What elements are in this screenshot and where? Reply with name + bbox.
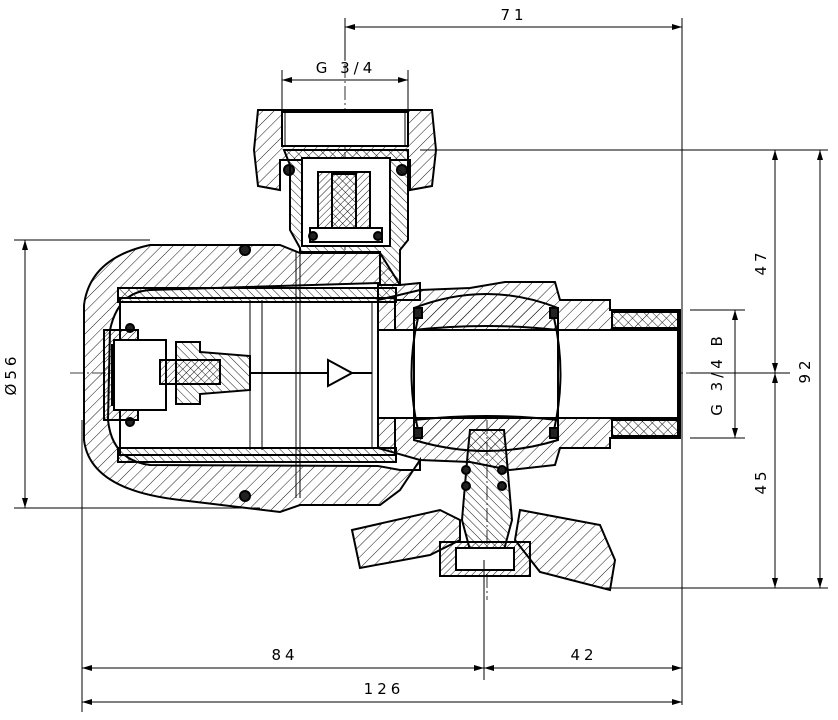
end-cap [103,329,372,421]
dim-bottom-left: 84 [271,646,298,664]
dim-height-total: 92 [796,356,814,383]
dim-bottom-total: 126 [364,680,405,698]
valve-handle [350,429,617,592]
dim-right-thread: G 3/4 B [708,332,726,416]
dim-diameter: Ø56 [2,353,20,396]
dim-height-lower: 45 [752,467,770,494]
dim-top-width: 71 [500,6,527,24]
dim-bottom-right: 42 [570,646,597,664]
filter-housing [83,244,421,514]
dimension-arrows [22,24,823,705]
ball-valve-body [377,281,681,472]
dim-height-upper: 47 [752,248,770,275]
inlet-stub [282,149,409,286]
dim-top-thread: G 3/4 [316,59,377,77]
extension-lines [14,18,828,712]
dimension-labels: 71 G 3/4 Ø56 G 3/4 B 47 92 45 84 42 126 [2,6,814,698]
